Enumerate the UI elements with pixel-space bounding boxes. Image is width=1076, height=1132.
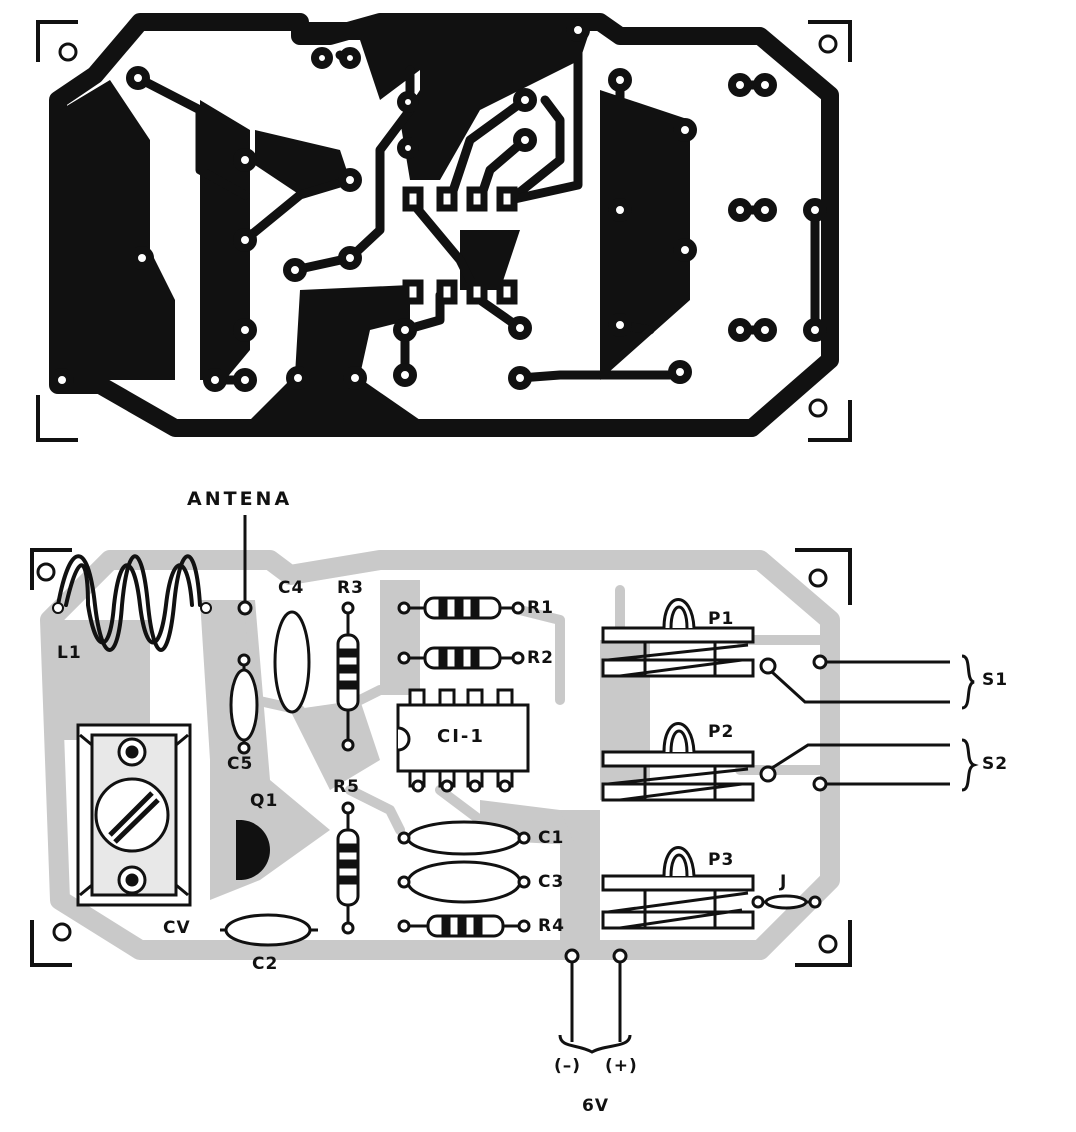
label-r1: R1 <box>527 598 554 618</box>
capacitor-c2 <box>220 913 318 947</box>
label-c2: C2 <box>252 954 279 974</box>
label-antenna: ANTENA <box>187 488 293 510</box>
copper-mounting-holes <box>58 34 838 418</box>
resistor-r1 <box>397 596 525 620</box>
transistor-q1 <box>236 820 270 880</box>
label-negative: (–) <box>554 1056 582 1076</box>
capacitor-c4 <box>273 610 311 714</box>
output-wires <box>770 654 950 792</box>
label-cv: CV <box>163 918 191 938</box>
resistor-r3 <box>336 601 360 752</box>
label-positive: (+) <box>605 1056 638 1076</box>
label-r5: R5 <box>333 777 360 797</box>
board-grey-traces <box>40 550 840 960</box>
label-supply-voltage: 6V <box>582 1096 609 1116</box>
label-c1: C1 <box>538 828 565 848</box>
label-p2: P2 <box>708 722 735 742</box>
capacitor-c3 <box>397 860 531 904</box>
label-r3: R3 <box>337 578 364 598</box>
resistor-r5 <box>336 801 360 935</box>
label-s1: S1 <box>982 670 1009 690</box>
capacitor-c1 <box>397 820 531 856</box>
label-ci1: CI-1 <box>437 726 485 747</box>
copper-corner-marks <box>36 20 852 442</box>
copper-ic-pads <box>402 186 518 305</box>
pushbutton-p2 <box>601 722 777 802</box>
label-c4: C4 <box>278 578 305 598</box>
pushbutton-p1 <box>601 598 777 678</box>
label-c5: C5 <box>227 754 254 774</box>
component-layout <box>30 515 979 1054</box>
label-p3: P3 <box>708 850 735 870</box>
copper-thin-traces <box>133 23 820 385</box>
label-p1: P1 <box>708 609 735 629</box>
power-leads <box>558 948 632 1054</box>
capacitor-c5 <box>229 653 259 755</box>
label-j: J <box>780 872 788 892</box>
coil-l1 <box>56 554 202 652</box>
label-c3: C3 <box>538 872 565 892</box>
label-l1: L1 <box>57 643 82 663</box>
output-braces <box>961 654 979 792</box>
board-corner-marks <box>30 548 852 967</box>
board-mounting-holes <box>36 562 838 954</box>
copper-round-pads <box>50 18 827 392</box>
trimmer-cv <box>76 723 192 907</box>
resistor-r2 <box>397 646 525 670</box>
antenna-pad <box>237 600 253 616</box>
label-q1: Q1 <box>250 791 279 811</box>
label-r2: R2 <box>527 648 554 668</box>
label-r4: R4 <box>538 916 565 936</box>
jumper-j <box>751 894 822 910</box>
resistor-r4 <box>397 914 531 938</box>
pushbutton-p3 <box>601 846 755 930</box>
ic-ci1 <box>396 688 530 793</box>
copper-layout <box>36 13 852 442</box>
label-s2: S2 <box>982 754 1009 774</box>
